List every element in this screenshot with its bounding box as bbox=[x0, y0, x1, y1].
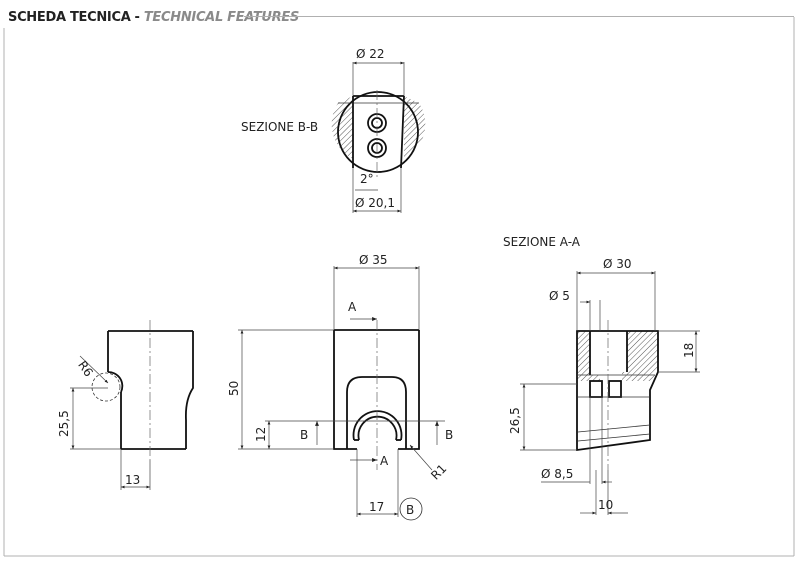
dim-d30-label: Ø 30 bbox=[603, 257, 632, 271]
detail-b-circle bbox=[399, 497, 423, 521]
dim-d22-label: Ø 22 bbox=[356, 47, 385, 61]
section-bb-label: SEZIONE B-B bbox=[241, 120, 318, 134]
dim-d35-label: Ø 35 bbox=[359, 253, 388, 267]
dim-d20-1-label: Ø 20,1 bbox=[355, 196, 395, 210]
front-view: Ø 35 50 12 A A B B R1 17 B bbox=[227, 253, 453, 521]
detail-b-label: B bbox=[406, 503, 414, 517]
dim-17-label: 17 bbox=[369, 500, 384, 514]
angle-2-label: 2° bbox=[360, 172, 374, 186]
frame-border bbox=[3, 17, 795, 557]
dim-25-5-label: 25,5 bbox=[57, 410, 71, 437]
header-separator: - bbox=[134, 9, 140, 25]
section-b-right-label: B bbox=[445, 428, 453, 442]
r6-label: R6 bbox=[75, 358, 96, 379]
dim-12-label: 12 bbox=[254, 427, 268, 442]
header-title: SCHEDA TECNICA bbox=[8, 9, 131, 25]
header-rule bbox=[244, 16, 794, 17]
section-aa-label: SEZIONE A-A bbox=[503, 235, 581, 249]
dim-13-label: 13 bbox=[125, 473, 140, 487]
dim-10-label: 10 bbox=[598, 498, 613, 512]
dim-26-5-label: 26,5 bbox=[508, 407, 522, 434]
section-bb-view: Ø 22 Ø 20,1 2° SEZIONE B-B bbox=[241, 47, 426, 213]
section-aa-view: SEZIONE A-A Ø 30 Ø 5 18 bbox=[503, 235, 700, 515]
dim-d5-label: Ø 5 bbox=[549, 289, 570, 303]
dim-50-label: 50 bbox=[227, 381, 241, 396]
section-a-top-label: A bbox=[348, 300, 357, 314]
dim-d8-5-label: Ø 8,5 bbox=[541, 467, 573, 481]
dim-18-label: 18 bbox=[682, 343, 696, 358]
page-header: SCHEDA TECNICA - TECHNICAL FEATURES bbox=[8, 6, 299, 28]
section-a-bottom-label: A bbox=[380, 454, 389, 468]
r1-label: R1 bbox=[428, 461, 449, 482]
side-view: R6 25,5 13 bbox=[57, 320, 194, 490]
header-subtitle: TECHNICAL FEATURES bbox=[143, 9, 300, 25]
section-b-left-label: B bbox=[300, 428, 308, 442]
